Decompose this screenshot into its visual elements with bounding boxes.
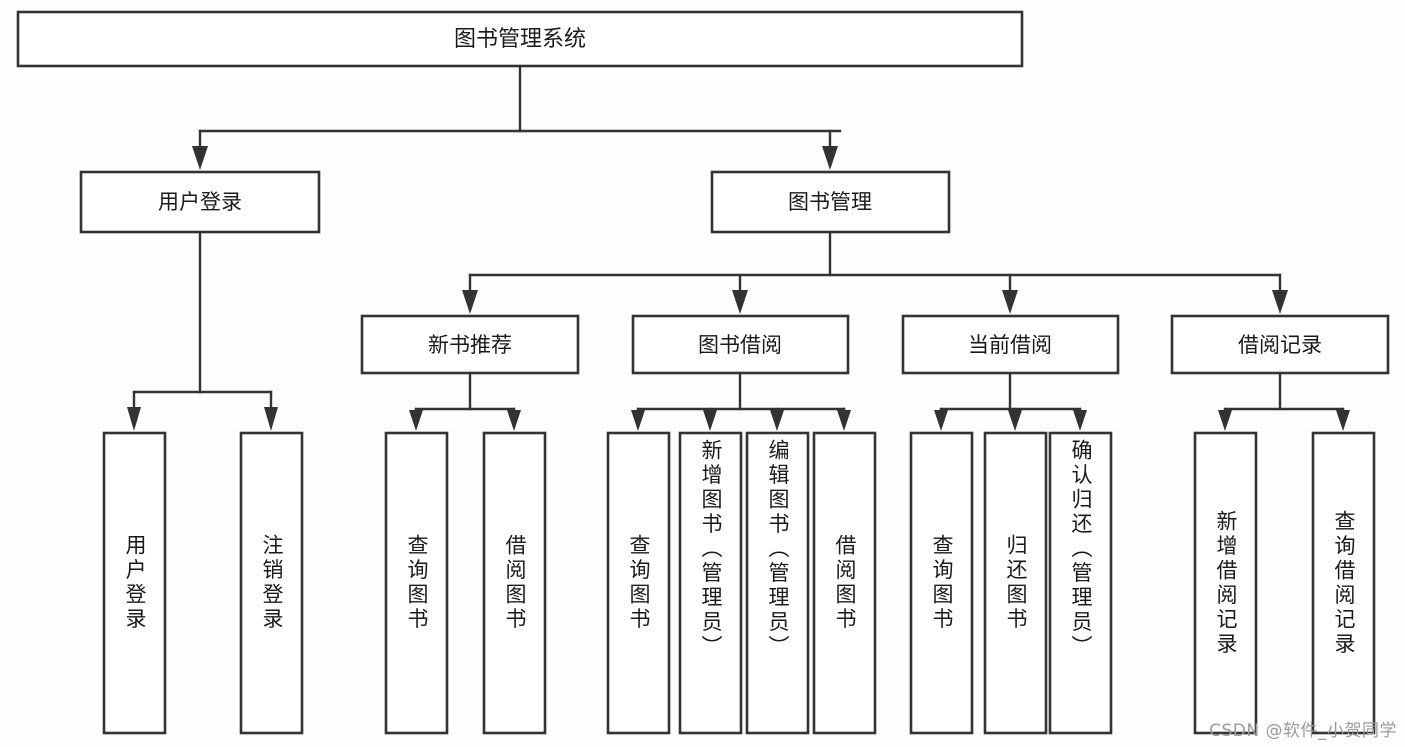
connector-group-current-borrow	[934, 371, 1087, 431]
connector-group-new-book-rec	[409, 371, 521, 431]
connector-group-book-borrow	[631, 371, 851, 431]
arrow-head-to-new-book-rec	[462, 290, 478, 314]
csdn-watermark: CSDN @软件_小贺同学	[1209, 721, 1397, 741]
arrow-head-leaf-bb-query	[631, 410, 645, 431]
arrow-head-to-book-manage	[822, 146, 838, 170]
node-book-manage-label: 图书管理	[788, 190, 872, 214]
node-book-borrow[interactable]: 图书借阅	[631, 314, 850, 375]
node-new-book-rec[interactable]: 新书推荐	[360, 314, 580, 375]
arrow-head-leaf-br-add	[1218, 410, 1232, 431]
node-borrow-record-box[interactable]	[1170, 314, 1390, 375]
node-new-book-rec-label: 新书推荐	[428, 333, 512, 357]
node-book-manage-box[interactable]	[710, 170, 951, 234]
arrow-head-leaf-cb-confirm	[1073, 410, 1087, 431]
leaf-box-cb-query-book[interactable]	[909, 431, 974, 735]
node-borrow-record[interactable]: 借阅记录	[1170, 314, 1390, 375]
arrow-head-leaf-user-login	[127, 407, 141, 431]
leaf-box-bb-add-book[interactable]	[678, 431, 743, 735]
node-current-borrow[interactable]: 当前借阅	[901, 314, 1120, 375]
arrow-head-leaf-bb-borrow	[837, 410, 851, 431]
connector-group-borrow-record	[1218, 371, 1350, 431]
arrow-head-leaf-bb-add	[703, 410, 717, 431]
leaf-box-br-add-record[interactable]	[1193, 431, 1258, 735]
arrow-head-to-current-borrow	[1002, 290, 1018, 314]
leaf-box-user-login[interactable]	[102, 431, 167, 735]
arrow-head-leaf-logout	[264, 407, 278, 431]
node-user-login[interactable]: 用户登录	[79, 170, 321, 234]
leaf-box-bb-query-book[interactable]	[606, 431, 671, 735]
node-book-borrow-box[interactable]	[631, 314, 850, 375]
connector-group-user-login	[127, 230, 278, 431]
node-root-box[interactable]	[16, 10, 1024, 68]
node-user-login-box[interactable]	[79, 170, 321, 234]
arrow-head-leaf-cb-query	[934, 410, 948, 431]
leaf-box-nb-query-book[interactable]	[384, 431, 449, 735]
node-root[interactable]: 图书管理系统	[16, 10, 1024, 68]
node-new-book-rec-box[interactable]	[360, 314, 580, 375]
leaf-box-br-query-record[interactable]	[1311, 431, 1376, 735]
arrow-head-leaf-cb-return	[1008, 410, 1022, 431]
node-current-borrow-box[interactable]	[901, 314, 1120, 375]
arrow-head-leaf-nb-borrow	[507, 410, 521, 431]
arrow-head-leaf-nb-query	[409, 410, 423, 431]
arrow-head-leaf-bb-edit	[770, 410, 784, 431]
leaf-box-cb-return-book[interactable]	[983, 431, 1048, 735]
arrow-head-to-user-login	[192, 146, 208, 170]
leaf-box-cb-confirm[interactable]	[1048, 431, 1113, 735]
arrow-head-to-book-borrow	[732, 290, 748, 314]
node-book-borrow-label: 图书借阅	[698, 333, 782, 357]
leaf-box-bb-borrow-book[interactable]	[812, 431, 877, 735]
leaf-box-logout[interactable]	[239, 431, 304, 735]
node-user-login-label: 用户登录	[158, 190, 242, 214]
arrow-head-to-borrow-record	[1272, 290, 1288, 314]
arrow-head-leaf-br-query	[1336, 410, 1350, 431]
node-borrow-record-label: 借阅记录	[1238, 333, 1322, 357]
leaf-box-nb-borrow-book[interactable]	[482, 431, 547, 735]
leaf-box-bb-edit-book[interactable]	[745, 431, 810, 735]
node-root-label: 图书管理系统	[454, 27, 586, 52]
node-current-borrow-label: 当前借阅	[968, 333, 1052, 357]
connector-group-book-manage	[462, 230, 1288, 314]
node-book-manage[interactable]: 图书管理	[710, 170, 951, 234]
leaf-node-boxes	[102, 431, 1376, 735]
connector-group-root	[192, 64, 842, 170]
